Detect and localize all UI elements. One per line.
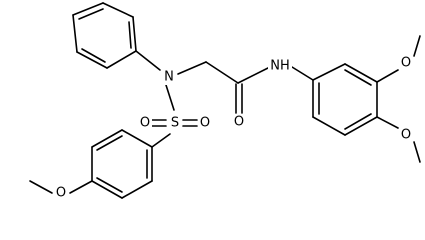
svg-text:N: N xyxy=(164,70,174,85)
molecule-structure-diagram: N S O O O NH O O O xyxy=(29,2,421,201)
svg-text:O: O xyxy=(234,115,244,130)
dimethoxyphenyl-ring xyxy=(312,63,378,136)
svg-text:O: O xyxy=(140,116,150,131)
svg-text:O: O xyxy=(200,116,210,131)
atom-o-sulfonyl-left: O xyxy=(138,115,152,131)
atom-o-methoxy-top: O xyxy=(399,55,413,71)
sulfonyl-group xyxy=(151,119,198,148)
phenyl-ring xyxy=(72,2,137,69)
atom-n-sulfonamide: N xyxy=(162,69,176,85)
methoxy-group-left xyxy=(29,180,93,194)
nh-aryl-bond xyxy=(291,66,314,81)
svg-text:O: O xyxy=(401,56,411,71)
svg-text:S: S xyxy=(171,116,179,131)
atom-o-methoxy-mid: O xyxy=(399,127,413,143)
atom-nh-amide: NH xyxy=(268,58,292,74)
atom-o-sulfonyl-right: O xyxy=(198,115,212,131)
atom-o-methoxy-bottom: O xyxy=(54,185,68,201)
methoxy-groups-right xyxy=(376,35,421,163)
atom-s-sulfonyl: S xyxy=(168,115,182,131)
atom-o-carbonyl: O xyxy=(232,114,246,130)
sulfonamide-nitrogen-bonds xyxy=(135,50,207,111)
svg-text:O: O xyxy=(56,186,66,201)
methoxyphenyl-ring xyxy=(91,129,153,199)
svg-text:NH: NH xyxy=(270,59,290,74)
acetamide-linker xyxy=(205,61,269,114)
svg-text:O: O xyxy=(401,128,411,143)
